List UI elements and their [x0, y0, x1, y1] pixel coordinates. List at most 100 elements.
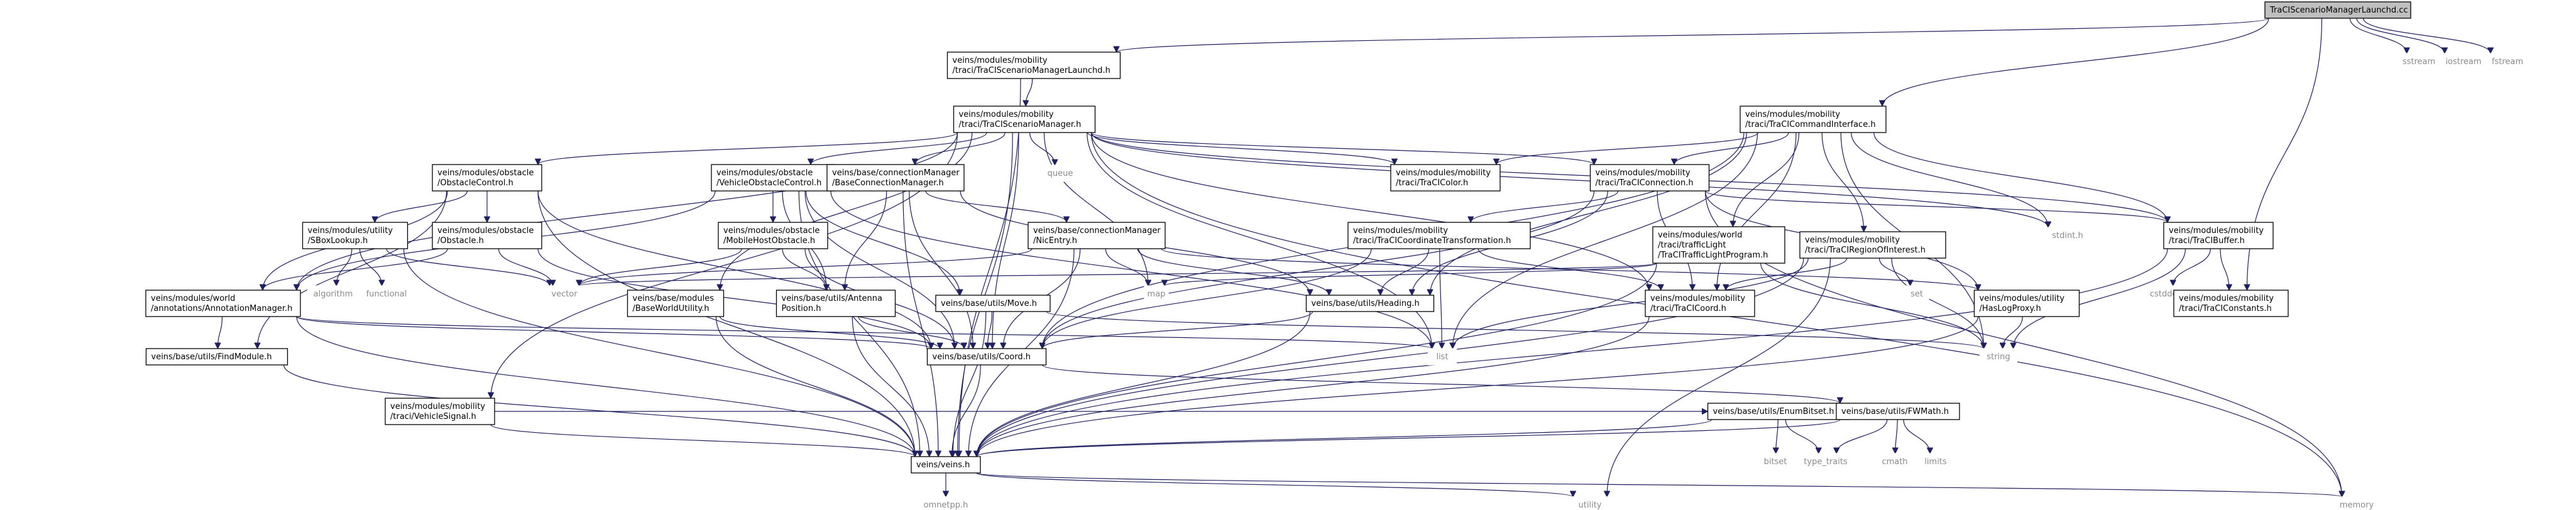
edge-haslogproxy-h-to-string	[2003, 316, 2023, 349]
edge-scenman-h-to-tracicoord-h	[1090, 132, 1650, 290]
edge-vehobstaclecontrol-h-to-coord-h	[804, 190, 955, 349]
node-label: /traci/TraCIScenarioManagerLaunchd.h	[953, 66, 1110, 75]
node-scenman-h[interactable]: veins/modules/mobility/traci/TraCIScenar…	[953, 106, 1096, 133]
node-label: veins/modules/mobility	[390, 402, 485, 411]
edge-root-to-launchd-h	[1117, 18, 2269, 53]
node-label: veins/base/utils/Coord.h	[933, 352, 1031, 362]
node-box	[302, 222, 408, 249]
node-label: sstream	[2403, 57, 2435, 67]
edge-root-to-iostream	[2356, 18, 2445, 54]
node-label: veins/base/utils/FindModule.h	[151, 352, 272, 362]
edge-scenman-h-to-baseconnman-h	[915, 132, 1006, 165]
node-box	[2486, 53, 2529, 70]
edge-nicentry-h-to-vector	[579, 248, 1033, 286]
node-label: /MobileHostObstacle.h	[723, 236, 815, 246]
node-move-h[interactable]: veins/base/utils/Move.h	[935, 295, 1051, 312]
node-label: fstream	[2492, 57, 2523, 67]
node-label: veins/modules/obstacle	[723, 226, 819, 236]
node-type-traits: type_traits	[1795, 453, 1856, 470]
node-regionofinterest-h[interactable]: veins/modules/mobility/traci/TraCIRegion…	[1799, 231, 1946, 259]
node-label: /NicEntry.h	[1033, 236, 1077, 246]
edge-heading-h-to-veins-h	[977, 311, 1311, 457]
node-baseconnman-h[interactable]: veins/base/connectionManager/BaseConnect…	[826, 164, 965, 192]
node-label: cstddef	[2150, 290, 2181, 299]
edge-scenman-h-to-queue	[1029, 132, 1055, 166]
edge-enumbitset-h-to-bitset	[1776, 419, 1779, 453]
node-launchd-h[interactable]: veins/modules/mobility/traci/TraCIScenar…	[946, 52, 1121, 79]
node-nicentry-h[interactable]: veins/base/connectionManager/NicEntry.h	[1028, 222, 1166, 249]
edge-tracicoord-h-to-veins-h	[977, 316, 1650, 457]
edge-tracibuffer-h-to-cstddef	[2173, 248, 2211, 286]
edge-cmdif-h-to-list	[1453, 132, 1758, 349]
node-label: TraCIScenarioManagerLaunchd.cc	[2269, 6, 2408, 15]
node-trafficlight-h[interactable]: veins/modules/world/traci/trafficLight/T…	[1652, 226, 1785, 264]
node-tracicoord-h[interactable]: veins/modules/mobility/traci/TraCICoord.…	[1645, 290, 1755, 317]
node-veins-h[interactable]: veins/veins.h	[911, 456, 981, 474]
node-label: veins/modules/mobility	[1396, 168, 1491, 178]
node-enumbitset-h[interactable]: veins/base/utils/EnumBitset.h	[1707, 403, 1850, 420]
node-obstacle-h[interactable]: veins/modules/obstacle/Obstacle.h	[432, 222, 542, 249]
node-root[interactable]: TraCIScenarioManagerLaunchd.cc	[2264, 1, 2411, 19]
node-traciconnection-h[interactable]: veins/modules/mobility/traci/TraCIConnec…	[1589, 164, 1710, 192]
edge-obstaclecontrol-h-to-coord-h	[537, 190, 931, 349]
node-vehiclesignal-h[interactable]: veins/modules/mobility/traci/VehicleSign…	[385, 398, 495, 425]
edge-coordtransform-h-to-list	[1440, 248, 1442, 349]
node-label: functional	[366, 290, 407, 299]
node-box	[1799, 231, 1946, 259]
edge-traciconnection-h-to-coordtransform-h	[1471, 190, 1619, 223]
node-label: veins/base/modules	[633, 294, 715, 303]
edge-regionofinterest-h-to-string	[1891, 258, 1984, 349]
node-haslogproxy-h[interactable]: veins/modules/utility/HasLogProxy.h	[1973, 290, 2080, 317]
edge-vehobstaclecontrol-h-to-list	[830, 190, 1432, 349]
node-label: memory	[2340, 501, 2374, 510]
edge-fwmath-h-to-limits	[1903, 419, 1930, 454]
node-mobilehostobstacle-h[interactable]: veins/modules/obstacle/MobileHostObstacl…	[718, 222, 828, 249]
node-coordtransform-h[interactable]: veins/modules/mobility/traci/TraCICoordi…	[1347, 222, 1531, 249]
node-traciconstants-h[interactable]: veins/modules/mobility/traci/TraCIConsta…	[2173, 290, 2289, 317]
node-vehobstaclecontrol-h[interactable]: veins/modules/obstacle/VehicleObstacleCo…	[711, 164, 835, 192]
node-label: string	[1987, 352, 2010, 362]
node-box	[2398, 53, 2440, 70]
node-heading-h[interactable]: veins/base/utils/Heading.h	[1305, 295, 1435, 312]
edge-sboxlookup-h-to-veins-h	[403, 248, 916, 457]
node-box	[2173, 290, 2289, 317]
node-annotationmanager-h[interactable]: veins/modules/world/annotations/Annotati…	[145, 290, 301, 317]
node-label: utility	[1579, 501, 1602, 510]
node-tracibuffer-h[interactable]: veins/modules/mobility/traci/TraCIBuffer…	[2163, 222, 2274, 249]
node-sboxlookup-h[interactable]: veins/modules/utility/SBoxLookup.h	[302, 222, 408, 249]
node-cmdif-h[interactable]: veins/modules/mobility/traci/TraCIComman…	[1740, 106, 1887, 133]
node-label: /ObstacleControl.h	[437, 178, 513, 188]
node-tracicolor-h[interactable]: veins/modules/mobility/traci/TraCIColor.…	[1390, 164, 1501, 192]
node-label: /HasLogProxy.h	[1980, 304, 2041, 313]
node-string: string	[1979, 348, 2018, 366]
edge-cmdif-h-to-heading-h	[1430, 132, 1747, 295]
node-box	[1645, 290, 1755, 317]
edge-obstaclecontrol-h-to-veins-h	[537, 190, 915, 457]
node-functional: functional	[358, 285, 415, 303]
node-label: veins/base/utils/Move.h	[941, 299, 1037, 308]
node-box	[307, 285, 359, 303]
node-label: list	[1436, 352, 1448, 362]
node-label: stdint.h	[2052, 231, 2083, 241]
node-box	[935, 295, 1051, 312]
node-box	[953, 106, 1096, 133]
edge-move-h-to-string	[1046, 311, 1984, 349]
node-coord-h[interactable]: veins/base/utils/Coord.h	[926, 348, 1047, 366]
node-obstaclecontrol-h[interactable]: veins/modules/obstacle/ObstacleControl.h	[432, 164, 542, 192]
edge-tracibuffer-h-to-string	[2014, 248, 2186, 349]
edge-scenman-h-to-vehobstaclecontrol-h	[811, 132, 987, 165]
node-box	[358, 285, 415, 303]
edge-move-h-to-coord-h	[988, 311, 993, 349]
node-box	[946, 52, 1121, 79]
edge-regionofinterest-h-to-utility	[1607, 258, 1831, 497]
node-findmodule-h[interactable]: veins/base/utils/FindModule.h	[145, 348, 288, 366]
node-fwmath-h[interactable]: veins/base/utils/FWMath.h	[1836, 403, 1960, 420]
edge-baseconnman-h-to-veins-h	[902, 190, 938, 457]
node-label: veins/base/utils/Antenna	[782, 294, 882, 303]
edge-root-to-traciconstants-h	[2247, 18, 2323, 290]
edge-regionofinterest-h-to-veins-h	[977, 258, 1804, 457]
edge-traciconnection-h-to-tracibuffer-h	[1704, 190, 2168, 223]
node-baseworldutility-h[interactable]: veins/base/modules/BaseWorldUtility.h	[627, 290, 725, 317]
edge-annotationmanager-h-to-veins-h	[296, 316, 915, 457]
